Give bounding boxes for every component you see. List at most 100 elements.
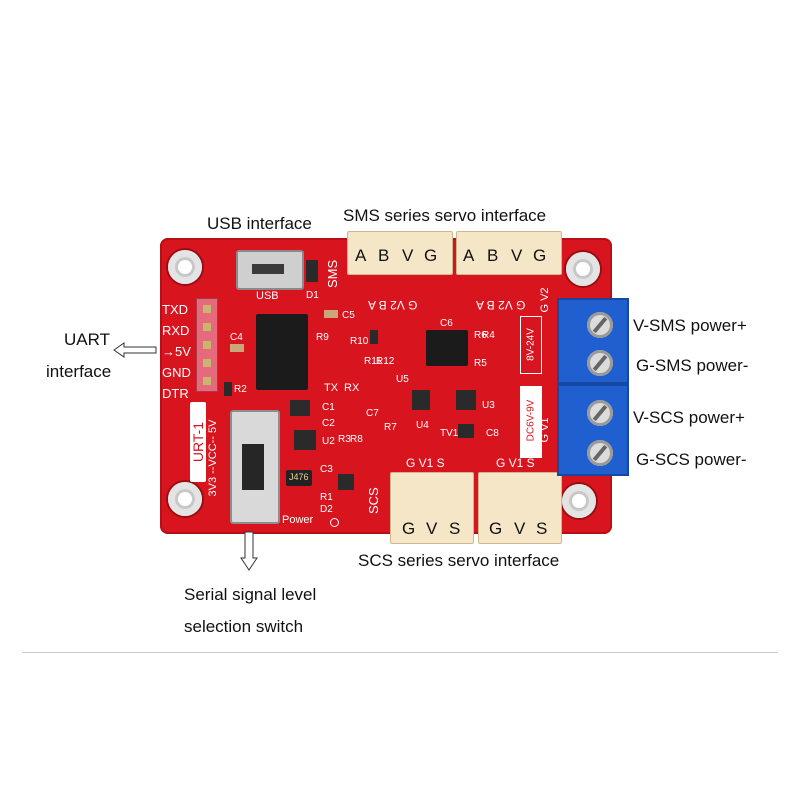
g-scs-power-label: G-SCS power- <box>636 450 747 469</box>
c5-silk: C5 <box>342 310 355 321</box>
power-led-icon <box>330 518 339 527</box>
scs-pins-left-silk: G V1 S <box>406 456 445 470</box>
sms-power-terminal[interactable] <box>557 298 629 384</box>
c6-silk: C6 <box>440 318 453 329</box>
r11-silk: R11 <box>364 356 382 367</box>
mounting-hole <box>168 482 202 516</box>
tvs-diode <box>458 424 474 438</box>
scs-right-pin-v: V <box>514 519 526 538</box>
r4-silk: R4 <box>482 330 495 341</box>
c4-silk: C4 <box>230 332 243 343</box>
mounting-hole <box>562 484 596 518</box>
r7-silk: R7 <box>384 422 397 433</box>
scs-left-pin-g: G <box>402 519 416 538</box>
uart-header[interactable] <box>196 298 218 392</box>
dc-6-9v-box: DC6V-9V <box>520 386 542 458</box>
driver-chip <box>426 330 468 366</box>
sms-silk: SMS <box>325 259 340 288</box>
scs-interface-label: SCS series servo interface <box>358 551 560 570</box>
r1-silk: R1 <box>320 492 333 503</box>
tx-silk: TX <box>324 382 339 394</box>
switch-arrow-icon <box>240 531 258 571</box>
mounting-hole <box>168 250 202 284</box>
usb-silk: USB <box>256 290 279 302</box>
resistor-r2 <box>224 382 232 396</box>
sms-pins-right-silk: G V2 B A <box>476 298 526 312</box>
sms-left-pin-v: V <box>402 246 414 265</box>
r9-silk: R9 <box>316 332 329 343</box>
c3-silk: C3 <box>320 464 333 475</box>
v-sms-power-label: V-SMS power+ <box>633 316 747 335</box>
scs-right-pin-g: G <box>489 519 503 538</box>
power-silk: Power <box>282 514 314 526</box>
uart-pin-gnd: GND <box>162 365 191 380</box>
sms-left-pin-g: G <box>424 246 438 265</box>
sms-right-pin-a: A <box>463 246 475 265</box>
v-scs-power-label: V-SCS power+ <box>633 408 745 427</box>
sms-connector-right[interactable] <box>456 231 562 275</box>
g-v2-silk: G V2 <box>539 287 551 313</box>
transistor-u4 <box>412 390 430 410</box>
r6-silk: R6 <box>474 330 487 341</box>
scs-connector-right[interactable] <box>478 472 562 544</box>
d1-silk: D1 <box>306 290 319 301</box>
usb-interface-label: USB interface <box>207 214 312 233</box>
u3-silk: U3 <box>482 400 495 411</box>
g-v1-silk: G V1 <box>539 417 551 443</box>
diode-d1 <box>306 260 318 282</box>
uart-arrow-icon <box>113 342 157 358</box>
sms-interface-label: SMS series servo interface <box>343 206 547 225</box>
usb-uart-chip <box>256 314 308 390</box>
d2-silk: D2 <box>320 504 333 515</box>
c7-silk: C7 <box>366 408 379 419</box>
capacitor-c5 <box>324 310 338 318</box>
sms-right-pin-b: B <box>487 246 499 265</box>
scs-left-pin-s: S <box>449 519 461 538</box>
regulator-u2 <box>294 430 316 450</box>
scs-silk: SCS <box>366 487 381 514</box>
c1-silk: C1 <box>322 402 335 413</box>
sms-pins-left-silk: G V2 B A <box>368 298 418 312</box>
rx-silk: RX <box>344 382 360 394</box>
dc-8-24v-silk: 8V-24V <box>525 328 537 361</box>
uart-pin-txd: TXD <box>162 302 188 317</box>
screw-icon <box>587 350 613 376</box>
r3-silk: R3 <box>338 434 351 445</box>
uart-pin-dtr: DTR <box>162 386 189 401</box>
mounting-hole <box>566 252 600 286</box>
capacitor-c4 <box>230 344 244 352</box>
transistor-u3 <box>456 390 476 410</box>
dc-6-9v-silk: DC6V-9V <box>525 399 537 442</box>
uart-label-line2: interface <box>46 362 112 381</box>
sms-right-pin-v: V <box>511 246 523 265</box>
sms-left-pin-a: A <box>355 246 367 265</box>
u4-silk: U4 <box>416 420 429 431</box>
g-sms-power-label: G-SMS power- <box>636 356 749 375</box>
r5-silk: R5 <box>474 358 487 369</box>
tantalum-capacitor <box>286 470 312 486</box>
sms-left-pin-b: B <box>378 246 390 265</box>
separator-line <box>22 652 778 653</box>
c8-silk: C8 <box>486 428 499 439</box>
scs-connector-left[interactable] <box>390 472 474 544</box>
sms-connector-left[interactable] <box>347 231 453 275</box>
r12-silk: R12 <box>376 356 395 367</box>
screw-icon <box>587 312 613 338</box>
switch-voltage-silk: 3V3 --VCC-- 5V <box>207 419 219 497</box>
resistor-r10 <box>370 330 378 344</box>
screw-icon <box>587 440 613 466</box>
dc-8-24v-box: 8V-24V <box>520 316 542 374</box>
c2-silk: C2 <box>322 418 335 429</box>
driver-board: USB D1 SMS G V2 B A G V2 B A TXD RXD →5V… <box>160 238 612 534</box>
scs-power-terminal[interactable] <box>557 384 629 476</box>
uart-label-line1: UART <box>64 330 110 349</box>
u2-silk: U2 <box>322 436 335 447</box>
switch-label-line1: Serial signal level <box>184 585 317 604</box>
uart-pin-rxd: RXD <box>162 323 190 338</box>
level-selection-switch[interactable] <box>230 410 280 524</box>
scs-pins-right-silk: G V1 S <box>496 456 535 470</box>
usb-port[interactable] <box>236 250 304 290</box>
sms-right-pin-g: G <box>533 246 547 265</box>
switch-label-line2: selection switch <box>184 617 304 636</box>
r10-silk: R10 <box>350 336 369 347</box>
